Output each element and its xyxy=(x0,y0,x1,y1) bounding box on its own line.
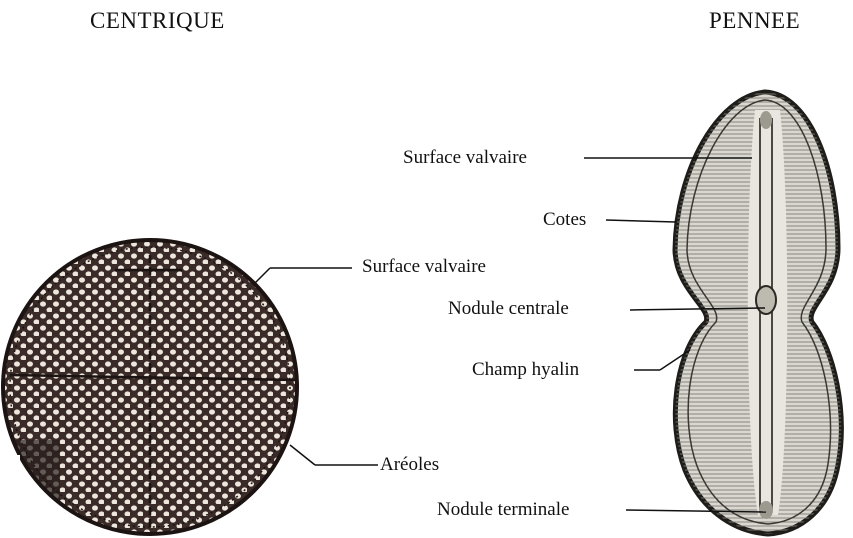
pennate-nodule-terminale-label: Nodule terminale xyxy=(437,500,569,519)
centric-diatom xyxy=(0,235,300,538)
centric-surface-label: Surface valvaire xyxy=(362,257,486,276)
pennate-nodule-centrale-label: Nodule centrale xyxy=(448,299,569,318)
pennate-cotes-label: Cotes xyxy=(543,210,586,229)
pennate-diatom xyxy=(670,90,845,538)
pennate-champ-hyalin-label: Champ hyalin xyxy=(472,360,579,379)
centric-areoles-label: Aréoles xyxy=(380,455,439,474)
pennate-surface-label: Surface valvaire xyxy=(403,148,527,167)
